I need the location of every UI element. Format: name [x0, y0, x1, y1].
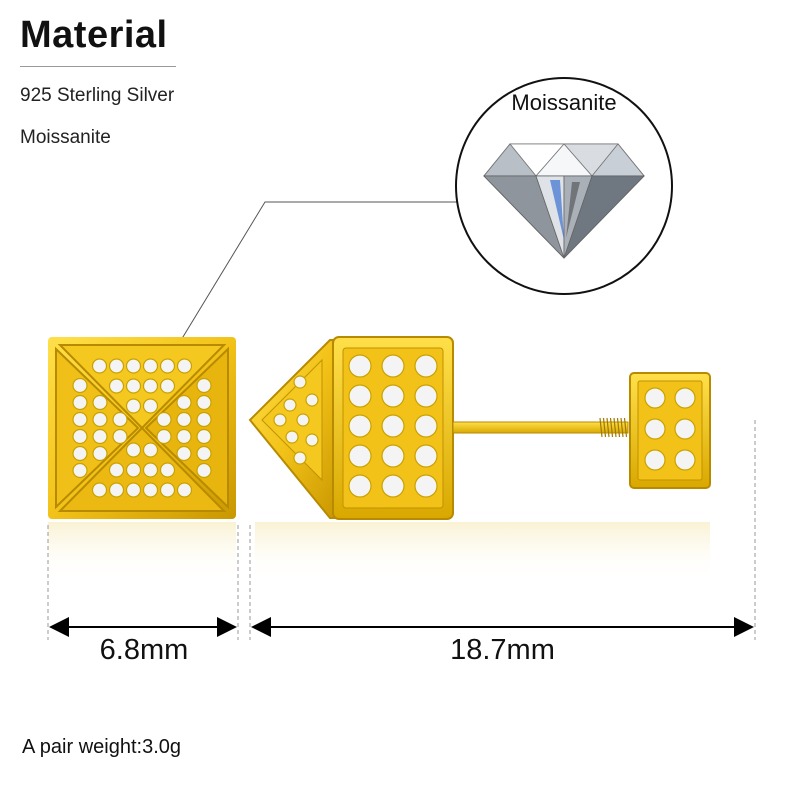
pave-stone	[92, 445, 108, 462]
pave-stone	[176, 482, 193, 498]
pave-stone	[296, 413, 310, 427]
pave-stone	[142, 442, 159, 458]
pave-stone	[72, 462, 88, 479]
pave-stone	[108, 358, 125, 374]
pave-stone	[381, 354, 405, 378]
pave-stone	[674, 418, 696, 440]
pave-stone	[283, 398, 297, 412]
pave-stone	[91, 358, 108, 374]
title-underline	[20, 66, 176, 67]
pave-stone	[196, 394, 212, 411]
pave-stone	[674, 387, 696, 409]
pave-stone	[644, 449, 666, 471]
pave-stone	[196, 377, 212, 394]
pave-stone	[305, 433, 319, 447]
moissanite-diamond-icon	[483, 143, 645, 259]
moissanite-callout-label: Moissanite	[511, 90, 617, 115]
pave-stone	[142, 358, 159, 374]
pave-stone	[176, 428, 192, 445]
pave-stone	[142, 482, 159, 498]
pave-stone	[644, 387, 666, 409]
pave-stone	[108, 482, 125, 498]
pave-stone	[112, 428, 128, 445]
pave-stone	[414, 354, 438, 378]
pave-stone	[142, 378, 159, 394]
dimension-side-label: 18.7mm	[450, 634, 555, 666]
pave-stone	[348, 444, 372, 468]
pair-weight: A pair weight:3.0g	[22, 736, 181, 758]
pave-stone	[381, 444, 405, 468]
pave-stone	[348, 354, 372, 378]
pave-stone	[414, 414, 438, 438]
pave-stone	[176, 411, 192, 428]
pave-stone	[72, 445, 88, 462]
pave-stone	[91, 482, 108, 498]
material-title: Material	[20, 14, 168, 56]
pyramid-stud-front	[48, 337, 236, 519]
pave-stone	[674, 449, 696, 471]
pave-stone	[108, 462, 125, 478]
pave-stone	[72, 428, 88, 445]
pave-stone	[72, 377, 88, 394]
callout-line	[157, 201, 464, 379]
pave-stone	[414, 444, 438, 468]
pave-stone	[273, 413, 287, 427]
pave-stone	[159, 462, 176, 478]
pave-stone	[142, 462, 159, 478]
pave-stone	[142, 398, 159, 414]
dimension-front-label: 6.8mm	[99, 634, 189, 666]
pave-stone	[348, 384, 372, 408]
pave-stone	[125, 378, 142, 394]
pave-stone	[92, 411, 108, 428]
pyramid-stud-side	[248, 336, 711, 520]
spec-stone: Moissanite	[20, 127, 111, 148]
pave-stone	[92, 428, 108, 445]
pave-stone	[125, 442, 142, 458]
pave-stone	[293, 451, 307, 465]
pave-stone	[348, 414, 372, 438]
pave-stone	[159, 358, 176, 374]
pave-stone	[285, 430, 299, 444]
pave-stone	[125, 358, 142, 374]
pave-stone	[414, 474, 438, 498]
pave-stone	[125, 462, 142, 478]
pave-stone	[159, 482, 176, 498]
pave-stone	[381, 474, 405, 498]
pave-stone	[108, 378, 125, 394]
pave-stone	[92, 394, 108, 411]
pave-stone	[72, 411, 88, 428]
pave-stone	[381, 384, 405, 408]
pave-stone	[414, 384, 438, 408]
spec-metal: 925 Sterling Silver	[20, 85, 175, 106]
pave-stone	[293, 375, 307, 389]
pave-stone	[156, 411, 172, 428]
pave-stone	[348, 474, 372, 498]
pave-stone	[125, 482, 142, 498]
pave-stone	[176, 394, 192, 411]
pave-stone	[381, 414, 405, 438]
pave-stone	[159, 378, 176, 394]
pave-stone	[196, 462, 212, 479]
pave-stone	[196, 445, 212, 462]
pave-stone	[196, 411, 212, 428]
pave-stone	[176, 358, 193, 374]
pave-stone	[196, 428, 212, 445]
pave-stone	[72, 394, 88, 411]
pave-stone	[125, 398, 142, 414]
pave-stone	[156, 428, 172, 445]
pave-stone	[305, 393, 319, 407]
pave-stone	[644, 418, 666, 440]
pave-stone	[112, 411, 128, 428]
pave-stone	[176, 445, 192, 462]
